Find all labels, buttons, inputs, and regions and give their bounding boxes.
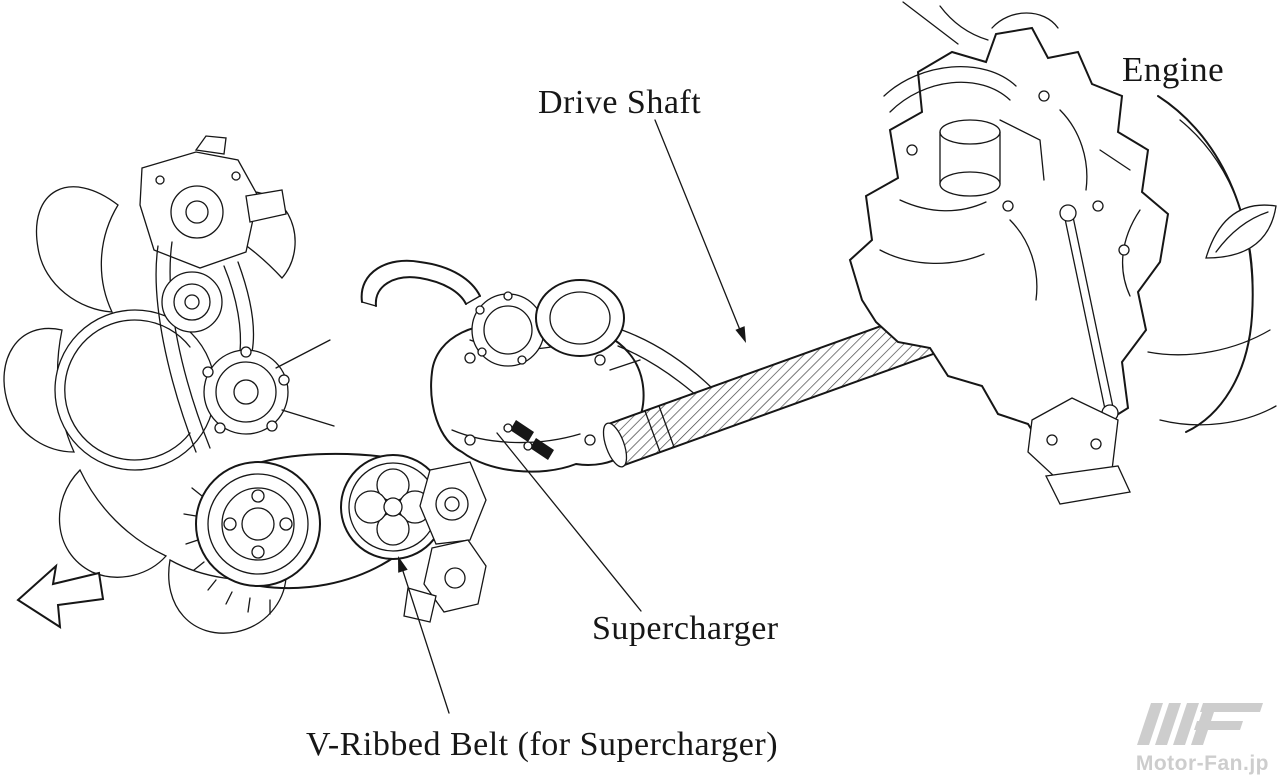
- supercharger-label: Supercharger: [592, 610, 779, 647]
- idler-pulley: [162, 272, 222, 332]
- supercharger-leader-line: [497, 433, 641, 611]
- engine-block: [850, 2, 1276, 504]
- v-ribbed-belt-leader-line: [401, 565, 449, 713]
- engine-label: Engine: [1122, 50, 1225, 89]
- drive-shaft-leader-line: [655, 120, 740, 330]
- rotation-direction-arrow-icon: [18, 566, 103, 627]
- accessory-belt: [156, 242, 253, 452]
- crank-pulley: [196, 462, 320, 586]
- motor-fan-logo-icon: [1137, 703, 1263, 745]
- v-ribbed-belt-label: V-Ribbed Belt (for Supercharger): [306, 726, 779, 763]
- leader-lines: [398, 120, 746, 713]
- watermark: Motor-Fan.jp: [1136, 699, 1269, 776]
- alternator-assembly: [140, 136, 286, 268]
- intake-assembly: [362, 261, 716, 404]
- supercharger-body: [404, 323, 644, 622]
- drive-shaft-label: Drive Shaft: [538, 84, 702, 121]
- water-pump-pulley: [203, 340, 334, 434]
- v-ribbed-belt-leader-arrowhead: [398, 556, 408, 573]
- watermark-text: Motor-Fan.jp: [1135, 752, 1269, 775]
- drive-shaft-leader-arrowhead: [735, 326, 746, 343]
